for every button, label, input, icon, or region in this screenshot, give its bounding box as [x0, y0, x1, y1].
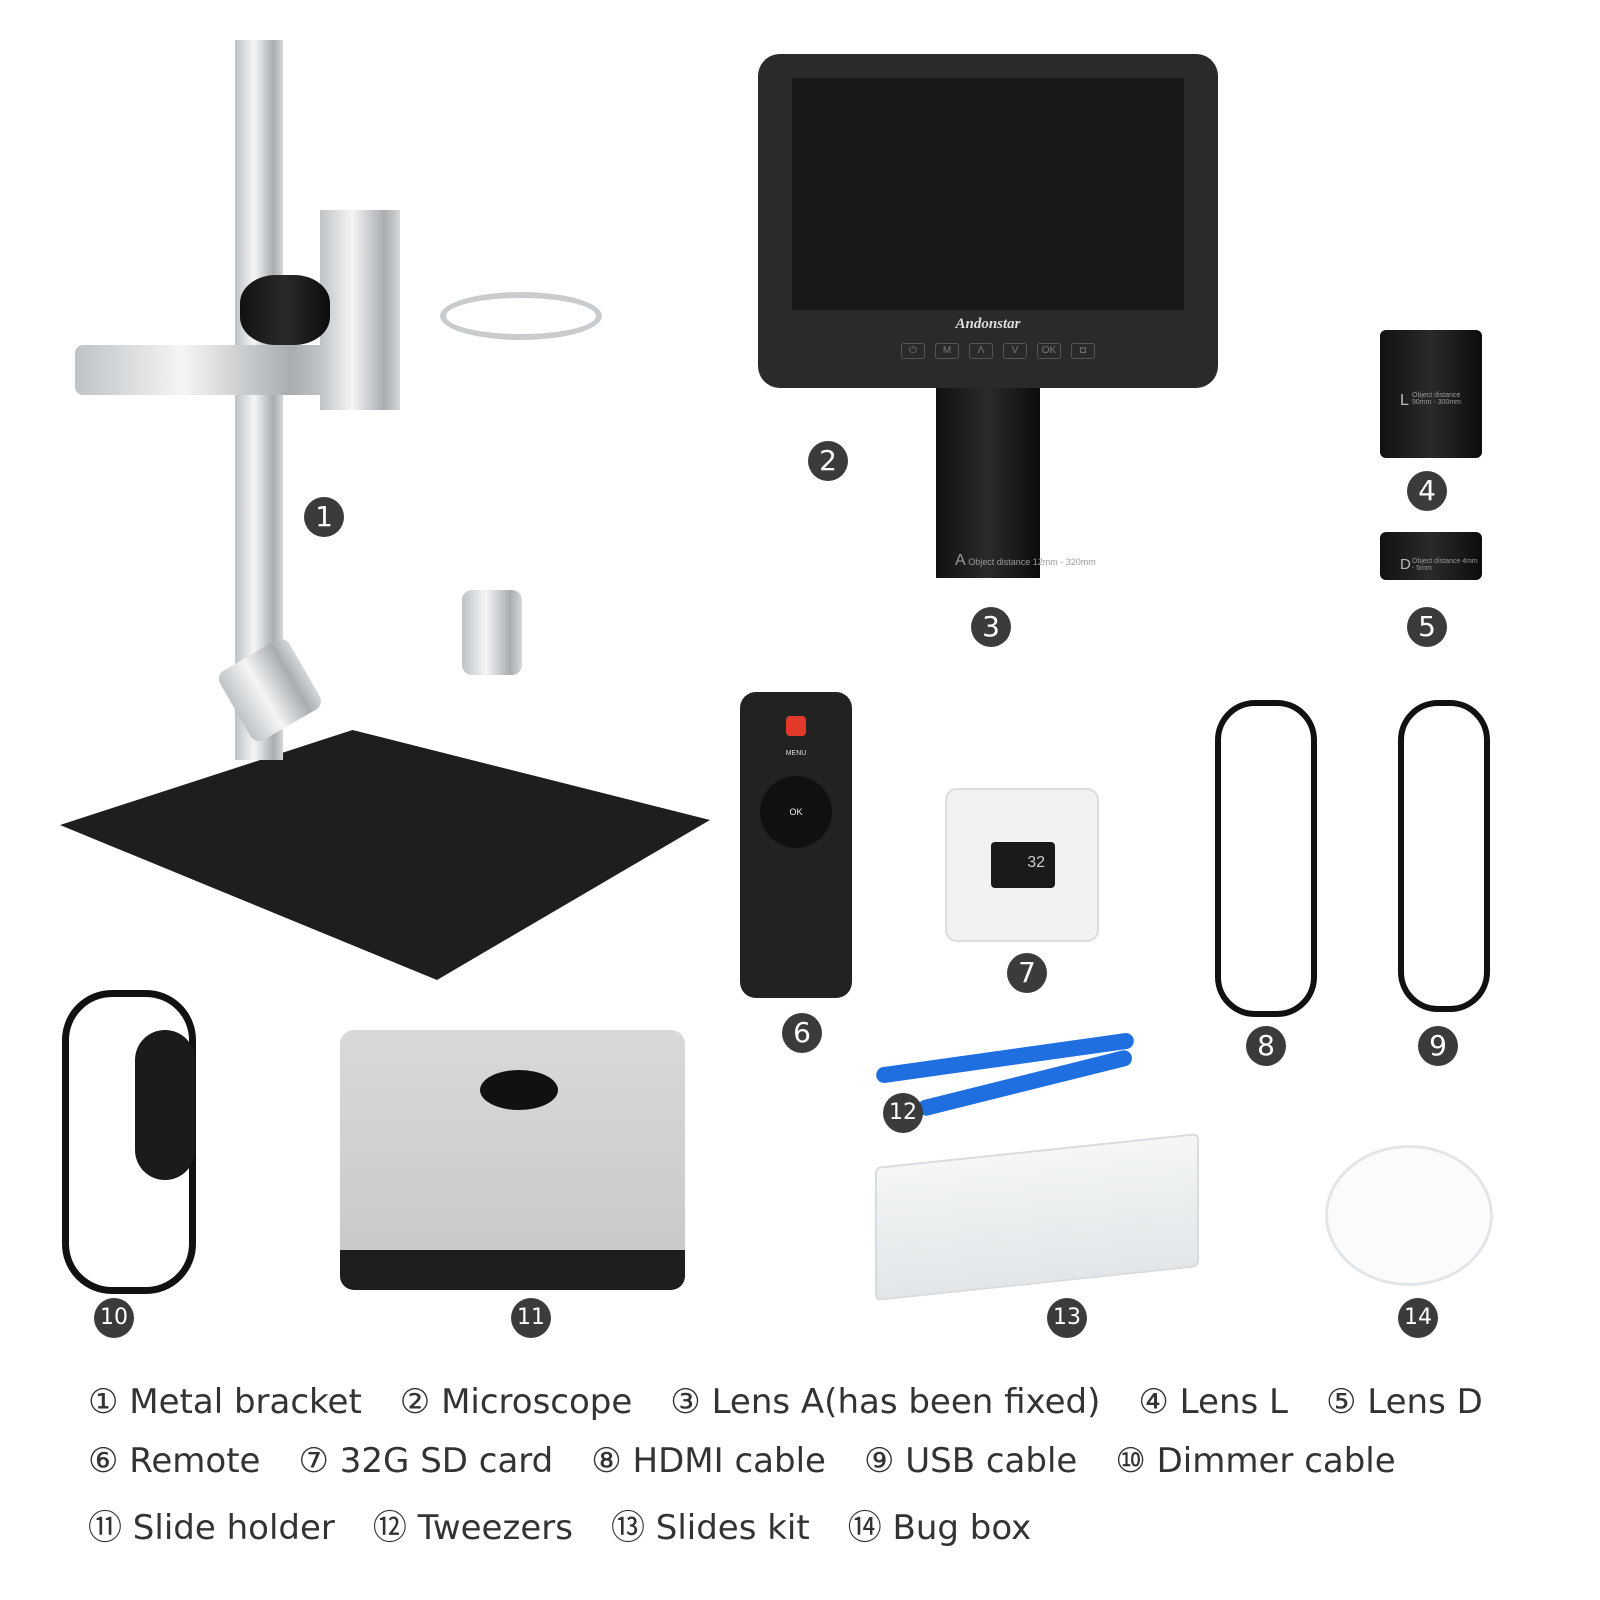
lens-d: D Object distance 4mm - 5mm	[1380, 532, 1482, 580]
focus-knob	[240, 275, 330, 345]
usb-cable	[1398, 700, 1490, 1012]
badge-11: 11	[511, 1298, 551, 1338]
led-light-left	[215, 635, 325, 745]
legend-row-3: ⑪ Slide holder ⑫ Tweezers ⑬ Slides kit ⑭ Bu…	[88, 1500, 1069, 1549]
legend-row-1: ① Metal bracket ② Microscope ③ Lens A(has …	[88, 1382, 1521, 1422]
holder-base	[340, 1250, 685, 1290]
holder-hole	[480, 1070, 558, 1110]
legend-item: ⑩ Dimmer cable	[1115, 1441, 1396, 1481]
badge-10: 10	[94, 1298, 134, 1338]
badge-2: 2	[808, 441, 848, 481]
badge-1: 1	[304, 497, 344, 537]
lens-d-text: Object distance 4mm - 5mm	[1412, 558, 1478, 572]
badge-4: 4	[1407, 471, 1447, 511]
remote: MENU OK	[740, 692, 852, 998]
badge-3: 3	[971, 607, 1011, 647]
legend-item: ⑤ Lens D	[1325, 1382, 1483, 1422]
lens-l: L Object distance 90mm - 300mm	[1380, 330, 1482, 458]
power-button[interactable]: ⏻	[901, 343, 925, 359]
dimmer-control	[135, 1030, 195, 1180]
sd-card-label: 32	[1027, 854, 1045, 871]
microscope-body	[936, 388, 1040, 578]
lens-a-text: Object distance 12mm - 320mm	[968, 557, 1096, 567]
bug-box	[1325, 1145, 1493, 1286]
brand-logo: Andonstar	[955, 316, 1021, 332]
lens-l-letter: L	[1400, 392, 1409, 409]
badge-13: 13	[1047, 1298, 1087, 1338]
hdmi-cable	[1215, 700, 1317, 1017]
menu-button[interactable]: M	[935, 343, 959, 359]
ok-button[interactable]: OK	[1037, 343, 1061, 359]
badge-7: 7	[1007, 953, 1047, 993]
legend-item: ① Metal bracket	[88, 1382, 362, 1422]
holder-ring	[440, 292, 602, 340]
dpad	[760, 776, 832, 848]
legend-item: ③ Lens A(has been fixed)	[670, 1382, 1101, 1422]
record-button	[786, 716, 806, 736]
legend-item: ⑧ HDMI cable	[591, 1441, 826, 1481]
camera-button[interactable]: ◘	[1071, 343, 1095, 359]
badge-6: 6	[782, 1013, 822, 1053]
legend-item: ⑦ 32G SD card	[298, 1441, 554, 1481]
up-button[interactable]: Λ	[969, 343, 993, 359]
badge-12: 12	[883, 1093, 923, 1133]
badge-14: 14	[1398, 1298, 1438, 1338]
led-light-right	[462, 590, 522, 675]
legend-item: ② Microscope	[399, 1382, 633, 1422]
sd-card: 32	[991, 842, 1055, 888]
ok-label: OK	[789, 807, 803, 817]
legend-row-2: ⑥ Remote ⑦ 32G SD card ⑧ HDMI cable ⑨ USB c…	[88, 1441, 1434, 1481]
badge-5: 5	[1407, 607, 1447, 647]
legend-item: ⑨ USB cable	[863, 1441, 1078, 1481]
lens-a-label: A Object distance 12mm - 320mm	[955, 552, 1096, 570]
holder-block	[320, 210, 400, 410]
legend-item: ⑭ Bug box	[847, 1508, 1032, 1548]
base-plate	[60, 730, 710, 980]
legend-item: ⑥ Remote	[88, 1441, 261, 1481]
legend-item: ⑬ Slides kit	[610, 1508, 810, 1548]
lens-l-text: Object distance 90mm - 300mm	[1412, 392, 1462, 406]
lens-d-letter: D	[1400, 556, 1411, 573]
legend-item: ⑫ Tweezers	[372, 1508, 573, 1548]
slide-holder	[340, 1030, 685, 1290]
badge-8: 8	[1246, 1026, 1286, 1066]
slides-kit	[875, 1132, 1199, 1302]
lens-a-letter: A	[955, 552, 966, 569]
badge-9: 9	[1418, 1026, 1458, 1066]
sd-card-case: 32	[945, 788, 1099, 942]
legend-item: ④ Lens L	[1138, 1382, 1288, 1422]
legend-item: ⑪ Slide holder	[88, 1508, 335, 1548]
menu-label: MENU	[785, 750, 807, 757]
arm	[75, 345, 345, 395]
down-button[interactable]: V	[1003, 343, 1027, 359]
screen	[792, 78, 1184, 310]
